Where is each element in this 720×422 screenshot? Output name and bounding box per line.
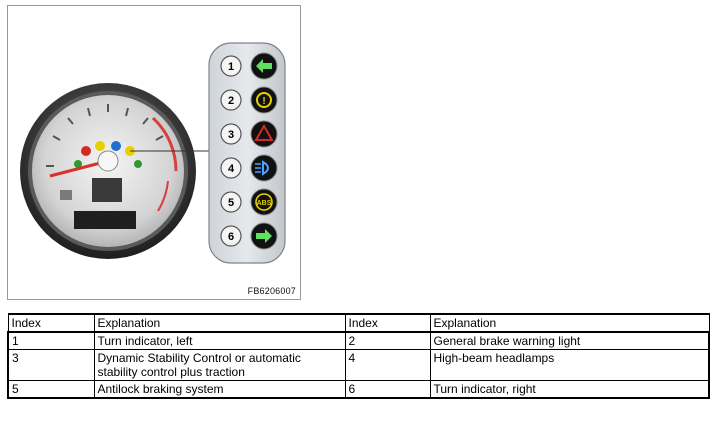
speedometer-illustration: 1 2 ! 3 4 5 ABS 6 xyxy=(20,42,286,264)
index-cell: 1 xyxy=(7,331,95,350)
index-label: 6 xyxy=(228,231,234,243)
turn-left-arrow-icon-glyph xyxy=(256,59,272,73)
index-label: 3 xyxy=(228,129,234,141)
index-label: 2 xyxy=(228,95,234,107)
abs-icon xyxy=(250,188,278,216)
indicator-2: 2 ! xyxy=(220,86,278,114)
brake-warning-icon-glyph: ! xyxy=(256,92,272,108)
index-cell: 3 xyxy=(7,349,95,381)
brake-warning-icon xyxy=(250,86,278,114)
header-index-1: Index xyxy=(7,313,95,333)
index-cell: 6 xyxy=(344,380,431,399)
header-explanation-2: Explanation xyxy=(429,313,710,333)
turn-right-arrow-icon-glyph xyxy=(256,229,272,243)
explanation-cell: General brake warning light xyxy=(429,331,710,350)
figure-code: FB6206007 xyxy=(247,286,296,296)
explanation-cell: Turn indicator, right xyxy=(429,380,710,399)
explanation-cell: Antilock braking system xyxy=(93,380,346,399)
explanation-cell: Turn indicator, left xyxy=(93,331,346,350)
index-badge xyxy=(220,157,242,179)
index-badge xyxy=(220,123,242,145)
high-beam-icon-glyph xyxy=(255,160,269,176)
indicator-5: 5 ABS xyxy=(220,188,278,216)
header-explanation-1: Explanation xyxy=(93,313,346,333)
index-cell: 2 xyxy=(344,331,431,350)
table-row: 3 Dynamic Stability Control or automatic… xyxy=(7,349,710,381)
header-index-2: Index xyxy=(344,313,431,333)
index-badge xyxy=(220,191,242,213)
index-badge xyxy=(220,89,242,111)
table-row: 1 Turn indicator, left 2 General brake w… xyxy=(7,331,710,350)
indicator-6: 6 xyxy=(220,222,278,250)
index-label: 4 xyxy=(228,163,235,175)
table-row: 5 Antilock braking system 6 Turn indicat… xyxy=(7,380,710,399)
indicator-1: 1 xyxy=(220,52,278,80)
svg-text:ABS: ABS xyxy=(257,200,272,207)
dsc-triangle-icon-glyph xyxy=(254,123,274,141)
explanation-cell: Dynamic Stability Control or automatic s… xyxy=(93,349,346,381)
svg-text:!: ! xyxy=(262,96,265,107)
speedometer-gauge xyxy=(20,83,196,259)
index-badge xyxy=(220,225,242,247)
indicator-3: 3 xyxy=(220,120,278,148)
index-label: 5 xyxy=(228,197,234,209)
explanation-cell: High-beam headlamps xyxy=(429,349,710,381)
index-cell: 4 xyxy=(344,349,431,381)
indicator-4: 4 xyxy=(220,154,278,182)
legend-table: Index Explanation Index Explanation 1 Tu… xyxy=(7,313,710,399)
index-label: 1 xyxy=(228,61,234,73)
index-badge xyxy=(220,55,242,77)
instrument-cluster-figure: 1 2 ! 3 4 5 ABS 6 FB6206007 xyxy=(7,5,301,300)
table-header-row: Index Explanation Index Explanation xyxy=(7,313,710,333)
abs-icon-glyph: ABS xyxy=(255,193,273,211)
index-cell: 5 xyxy=(7,380,95,399)
